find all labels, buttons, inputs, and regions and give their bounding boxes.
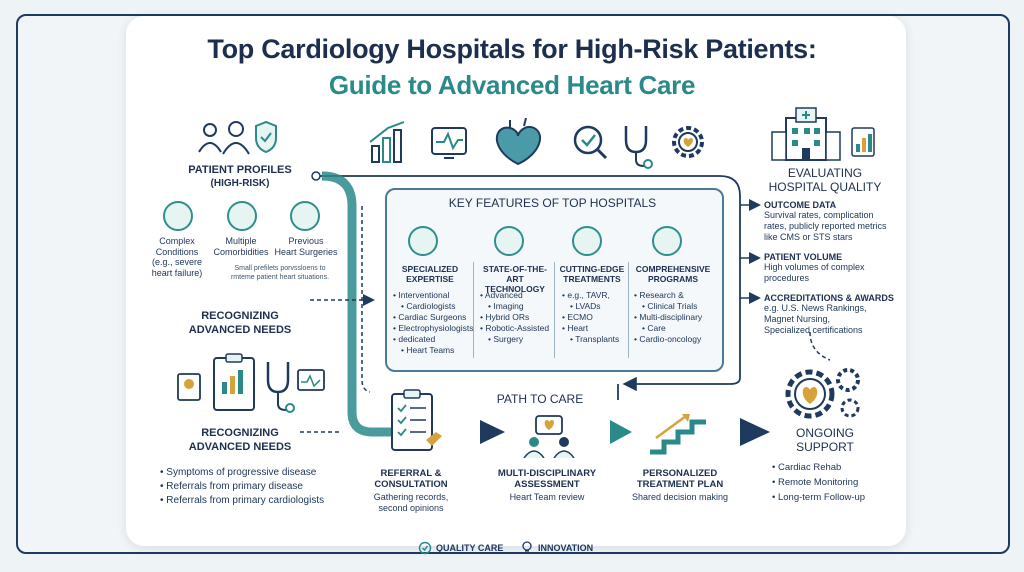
list-item: Referrals from primary cardiologists — [160, 494, 360, 508]
list-item: Research & — [634, 290, 720, 301]
list-item: ECMO — [562, 312, 628, 323]
heart-condition-icon — [163, 201, 193, 231]
comorbidities-icon — [227, 201, 257, 231]
footer-innovation: INNOVATION — [538, 543, 594, 553]
list-item: Cardio-oncology — [634, 334, 720, 345]
ongoing-support-list: Cardiac Rehab Remote Monitoring Long-ter… — [772, 460, 902, 505]
referral-clipboard-icon — [391, 389, 442, 451]
list-item: Robotic-Assisted — [480, 323, 556, 334]
top-icon-row — [369, 118, 704, 169]
list-item: Electrophysiologists — [393, 323, 475, 334]
key-features-heading: KEY FEATURES OF TOP HOSPITALS — [448, 196, 657, 210]
heart-anatomy-icon — [495, 118, 542, 166]
technology-icon — [494, 226, 524, 256]
list-item: Heart Teams — [393, 345, 475, 356]
treatments-list: e.g., TAVR, LVADs ECMO Heart Transplants — [562, 290, 628, 345]
list-item: Multi-disciplinary — [634, 312, 720, 323]
gear-heart-icon — [672, 126, 704, 158]
team-assessment-icon — [523, 415, 575, 458]
magnifier-check-icon — [573, 125, 608, 160]
list-item: Long-term Follow-up — [772, 490, 902, 505]
quality-check-icon — [418, 541, 432, 555]
patient-profiles-heading: PATIENT PROFILES — [188, 164, 292, 176]
expertise-list: Interventional Cardiologists Cardiac Sur… — [393, 290, 475, 356]
specialist-icon — [408, 226, 438, 256]
recognizing-bullets: Symptoms of progressive disease Referral… — [160, 466, 360, 508]
gears-heart-icon — [785, 368, 860, 419]
list-item: Clinical Trials — [634, 301, 720, 312]
programs-list: Research & Clinical Trials Multi-discipl… — [634, 290, 720, 345]
list-item: Cardiac Surgeons — [393, 312, 475, 323]
patient-profiles-subheading: (HIGH-RISK) — [210, 178, 270, 189]
list-item: Hybrid ORs — [480, 312, 556, 323]
list-item: Advanced — [480, 290, 556, 301]
heart-surgery-icon — [290, 201, 320, 231]
path-to-care-heading: PATH TO CARE — [496, 392, 584, 406]
page-subtitle: Guide to Advanced Heart Care — [328, 70, 696, 100]
assessment-step: MULTI-DISCIPLINARY ASSESSMENT Heart Team… — [497, 468, 597, 502]
monitor-icon — [431, 127, 467, 159]
list-item: dedicated — [393, 334, 475, 345]
accreditations-section: ACCREDITATIONS & AWARDS e.g. U.S. News R… — [764, 293, 894, 335]
bar-chart-icon — [369, 121, 405, 163]
list-item: Care — [634, 323, 720, 334]
lightbulb-icon — [522, 541, 532, 554]
list-item: e.g., TAVR, — [562, 290, 628, 301]
list-item: Referrals from primary disease — [160, 480, 360, 494]
page-title: Top Cardiology Hospitals for High-Risk P… — [207, 34, 817, 64]
list-item: Symptoms of progressive disease — [160, 466, 360, 480]
list-item: Cardiac Rehab — [772, 460, 902, 475]
clipboard-chart-icons — [177, 353, 325, 413]
programs-icon — [652, 226, 682, 256]
patient-people-icon — [198, 120, 277, 155]
stethoscope-icon — [624, 126, 653, 169]
list-item: LVADs — [562, 301, 628, 312]
list-item: Remote Monitoring — [772, 475, 902, 490]
footer-quality: QUALITY CARE — [436, 543, 504, 553]
list-item: Interventional — [393, 290, 475, 301]
treatment-icon — [572, 226, 602, 256]
list-item: Cardiologists — [393, 301, 475, 312]
treatment-plan-step: PERSONALIZED TREATMENT PLAN Shared decis… — [631, 468, 729, 502]
list-item: Heart — [562, 323, 628, 334]
column-divider — [628, 262, 629, 358]
referral-step: REFERRAL & CONSULTATION Gathering record… — [373, 468, 449, 513]
treatment-plan-stairs-icon — [650, 414, 706, 455]
list-item: Transplants — [562, 334, 628, 345]
list-item: Surgery — [480, 334, 556, 345]
technology-list: Advanced Imaging Hybrid ORs Robotic-Assi… — [480, 290, 556, 345]
list-item: Imaging — [480, 301, 556, 312]
hospital-building-icon — [771, 107, 875, 161]
outcome-data-section: OUTCOME DATA Survival rates, complicatio… — [764, 200, 887, 242]
